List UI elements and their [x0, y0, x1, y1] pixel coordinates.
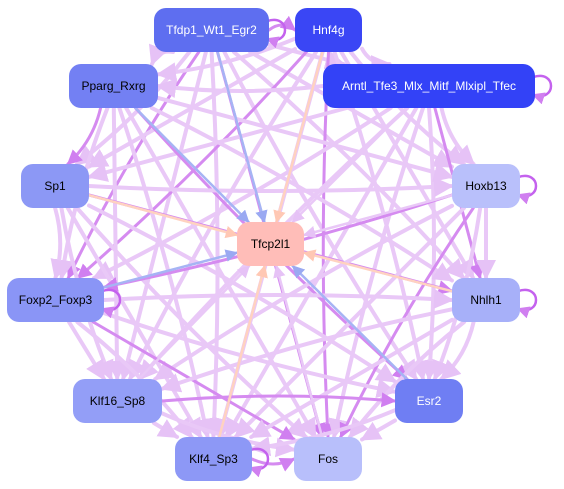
edge-nhlh1-to-center: [302, 249, 454, 293]
edge-foxp2-nhlh1: [102, 288, 454, 309]
node-nhlh1: Nhlh1: [452, 278, 520, 322]
self-loop-nhlh1: [516, 288, 538, 319]
edge-pparg-klf16: [106, 106, 127, 381]
edge-pparg-to-center: [134, 106, 250, 224]
node-tfdp1: Tfdp1_Wt1_Egr2: [154, 8, 269, 52]
edge-foxp2-to-center: [102, 249, 239, 289]
node-label-nhlh1: Nhlh1: [470, 293, 502, 307]
node-label-esr2: Esr2: [417, 394, 442, 408]
edge-arntl-hoxb13: [439, 106, 476, 166]
node-hnf4g: Hnf4g: [295, 8, 362, 52]
node-box-tfcp2l1: [237, 222, 304, 266]
node-box-hnf4g: [295, 8, 362, 52]
edge-arntl-to-center: [291, 106, 409, 224]
node-label-arntl: Arntl_Tfe3_Mlx_Mitf_Mlxipl_Tfec: [342, 79, 516, 93]
node-box-fos: [294, 437, 362, 481]
edge-nhlh1-klf16: [160, 307, 454, 393]
edge-klf16-fos: [160, 411, 296, 458]
node-label-hoxb13: Hoxb13: [465, 179, 507, 193]
node-label-fos: Fos: [318, 452, 338, 466]
edge-pparg-hoxb13: [156, 95, 454, 182]
node-label-tfdp1: Tfdp1_Wt1_Egr2: [166, 23, 257, 37]
node-klf4: Klf4_Sp3: [175, 437, 252, 481]
node-label-sp1: Sp1: [44, 179, 66, 193]
edge-hnf4g-to-center: [273, 50, 324, 224]
node-label-klf16: Klf16_Sp8: [90, 394, 146, 408]
edge-sp1-fos: [75, 206, 308, 439]
edge-fos-to-center: [273, 264, 324, 439]
edge-hnf4g-pparg: [156, 36, 297, 83]
edge-layer-spokes: [87, 50, 454, 439]
edge-layer-mesh: [50, 15, 496, 472]
node-sp1: Sp1: [21, 164, 89, 208]
edge-arntl-klf4: [224, 106, 419, 439]
edge-arntl-esr2: [420, 106, 441, 381]
edge-klf4-to-center: [218, 264, 268, 439]
node-tfcp2l1: Tfcp2l1: [237, 222, 304, 266]
edge-nhlh1-esr2: [439, 320, 476, 381]
node-box-foxp2: [7, 278, 104, 322]
node-pparg: Pparg_Rxrg: [69, 64, 158, 108]
edge-hoxb13-klf16: [153, 203, 454, 381]
edge-esr2-fos: [360, 418, 397, 442]
node-layer: Tfcp2l1 Tfdp1_Wt1_Egr2 Hnf4gArntl_Tfe3_Mlx…: [7, 8, 535, 481]
edge-sp1-esr2: [87, 203, 397, 384]
node-arntl: Arntl_Tfe3_Mlx_Mitf_Mlxipl_Tfec: [323, 64, 535, 108]
node-esr2: Esr2: [395, 379, 463, 423]
edge-sp1-foxp2: [50, 206, 70, 280]
self-loop-foxp2: [100, 288, 122, 319]
edge-tfdp1-klf4: [204, 50, 225, 439]
node-box-klf16: [73, 379, 162, 423]
node-label-foxp2: Foxp2_Foxp3: [19, 293, 93, 307]
node-label-tfcp2l1: Tfcp2l1: [251, 237, 291, 251]
edge-klf16-esr2: [160, 392, 397, 408]
edge-klf16-to-center: [137, 264, 251, 381]
node-box-klf4: [175, 437, 252, 481]
node-foxp2: Foxp2_Foxp3: [7, 278, 104, 322]
self-loop-klf4: [248, 447, 270, 478]
node-box-hoxb13: [452, 164, 520, 208]
node-box-arntl: [323, 64, 535, 108]
edge-esr2-klf4: [250, 408, 397, 457]
node-klf16: Klf16_Sp8: [73, 379, 162, 423]
edge-pparg-sp1: [66, 106, 103, 166]
edge-foxp2-esr2: [102, 311, 397, 399]
node-box-sp1: [21, 164, 89, 208]
node-box-tfdp1: [154, 8, 269, 52]
edge-nhlh1-klf4: [249, 317, 454, 439]
self-loop-arntl: [531, 74, 553, 105]
edge-esr2-to-center: [291, 264, 409, 381]
edge-pparg-fos: [124, 106, 318, 439]
node-box-nhlh1: [452, 278, 520, 322]
edge-klf16-klf4: [151, 419, 180, 439]
edge-arntl-pparg: [156, 78, 325, 99]
node-fos: Fos: [294, 437, 362, 481]
edge-tfdp1-to-center: [216, 50, 268, 224]
edge-klf4-fos: [250, 457, 296, 472]
edge-foxp2-klf16: [67, 320, 106, 381]
node-box-esr2: [395, 379, 463, 423]
edge-hoxb13-to-center: [302, 193, 454, 239]
edge-tfdp1-hnf4g: [267, 15, 297, 32]
node-label-pparg: Pparg_Rxrg: [81, 79, 145, 93]
node-label-hnf4g: Hnf4g: [312, 23, 344, 37]
edge-hnf4g-arntl: [360, 46, 392, 76]
self-loop-layer: [100, 18, 553, 478]
self-loop-tfdp1: [265, 18, 287, 49]
edge-sp1-hoxb13: [87, 177, 454, 197]
edge-tfdp1-pparg: [148, 43, 175, 66]
edge-arntl-foxp2: [91, 106, 393, 280]
node-hoxb13: Hoxb13: [452, 164, 520, 208]
edge-tfdp1-foxp2: [66, 50, 201, 280]
node-label-klf4: Klf4_Sp3: [189, 452, 238, 466]
self-loop-hoxb13: [516, 174, 538, 205]
edge-tfdp1-esr2: [222, 50, 419, 381]
edge-sp1-to-center: [87, 193, 239, 239]
node-box-pparg: [69, 64, 158, 108]
